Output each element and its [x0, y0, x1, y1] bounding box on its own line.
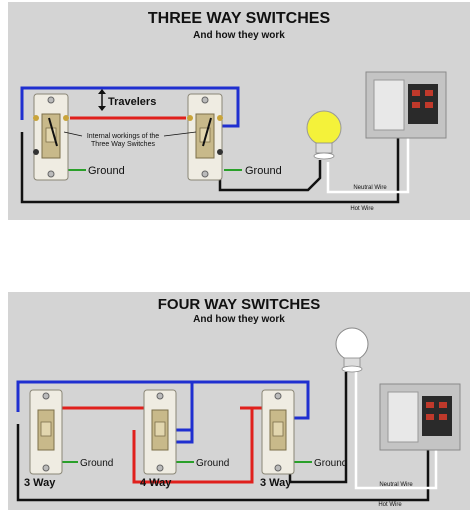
breaker-panel-icon [379, 383, 461, 451]
three-way-switch-3 [261, 389, 295, 475]
four-way-switch [143, 389, 177, 475]
light-bulb-icon [306, 110, 342, 160]
traveler-wire-blue [20, 86, 240, 128]
hot-wire-label: Hot Wire [378, 502, 402, 508]
traveler-wire-red-right [132, 406, 264, 484]
four-way-panel: Ground Ground Ground 3 Way 4 Way 3 Way N… [8, 292, 470, 510]
breaker-panel-icon [365, 71, 447, 139]
hot-wire [16, 412, 430, 502]
travelers-label: Travelers [108, 96, 156, 108]
ground-label-2: Ground [196, 458, 229, 469]
switch-type-label-2: 4 Way [140, 477, 172, 489]
ground-label-right: Ground [245, 165, 282, 177]
three-way-switch-left [33, 93, 69, 181]
travelers-arrow-icon [98, 89, 106, 111]
three-way-switch-1 [29, 389, 63, 475]
traveler-wire-blue-right [192, 380, 310, 420]
four-way-diagram: Ground Ground Ground 3 Way 4 Way 3 Way N… [16, 327, 461, 508]
four-way-title: FOUR WAY SWITCHES [157, 296, 321, 313]
four-way-subtitle: And how they work [193, 314, 285, 325]
three-way-subtitle: And how they work [193, 30, 285, 41]
ground-label-left: Ground [88, 165, 125, 177]
neutral-wire-label: Neutral Wire [353, 185, 387, 191]
three-way-diagram: Travelers Internal workings of the Three… [20, 71, 447, 212]
internal-label-line2: Three Way Switches [91, 141, 155, 148]
hot-wire-label: Hot Wire [350, 206, 374, 212]
switch-type-label-1: 3 Way [24, 477, 56, 489]
three-way-switch-right [187, 93, 223, 181]
three-way-panel: Travelers Internal workings of the Three… [8, 2, 470, 220]
ground-label-3: Ground [314, 458, 347, 469]
neutral-wire [326, 114, 410, 194]
switch-type-label-3: 3 Way [260, 477, 292, 489]
internal-label-line1: Internal workings of the [87, 133, 159, 140]
three-way-title: THREE WAY SWITCHES [147, 10, 331, 27]
ground-label-1: Ground [80, 458, 113, 469]
traveler-wire-red-left [58, 406, 148, 418]
neutral-wire-label: Neutral Wire [379, 482, 413, 488]
hot-wire [20, 114, 400, 204]
light-bulb-icon [335, 327, 369, 373]
